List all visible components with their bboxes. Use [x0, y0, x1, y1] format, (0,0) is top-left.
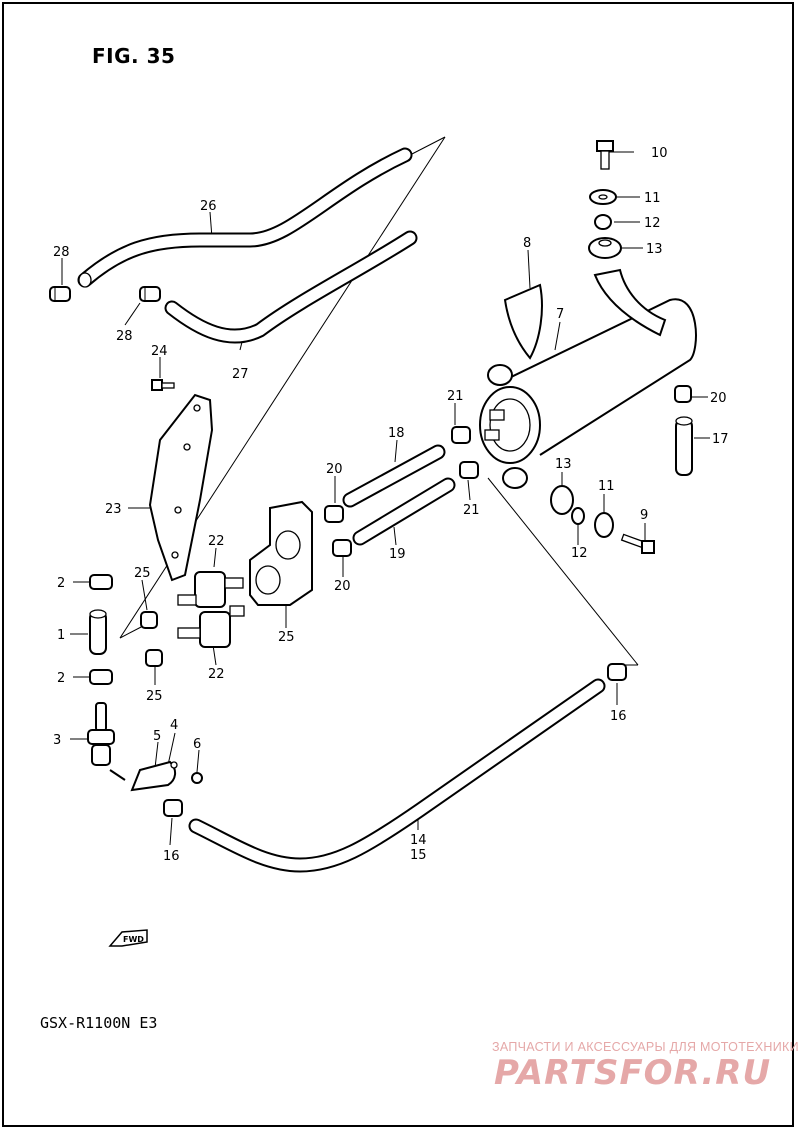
valve-22b [177, 605, 245, 648]
callout-9: 9 [640, 508, 648, 523]
callout-20c: 20 [710, 391, 727, 406]
callout-1: 1 [57, 628, 65, 643]
callout-8: 8 [523, 236, 531, 251]
callout-25b: 25 [146, 689, 163, 704]
canister-7 [479, 298, 697, 489]
callout-15: 15 [410, 848, 427, 863]
hose-17 [675, 416, 693, 476]
callout-4: 4 [170, 718, 178, 733]
callout-14: 14 [410, 833, 427, 848]
bolt-24 [151, 379, 175, 391]
clamp-21a [451, 426, 471, 444]
callout-22a: 22 [208, 534, 225, 549]
callout-10: 10 [651, 146, 668, 161]
callout-20b: 20 [334, 579, 351, 594]
callout-13a: 13 [646, 242, 663, 257]
grommet-13b [550, 485, 574, 515]
figure-title: FIG. 35 [92, 44, 176, 68]
callout-19: 19 [389, 547, 406, 562]
clip-25a [140, 611, 158, 629]
collar-12b [571, 507, 585, 525]
bracket-23 [148, 393, 214, 582]
collar-12a [594, 214, 612, 230]
valve-22a [177, 571, 244, 608]
svg-text:PARTSFOR.RU: PARTSFOR.RU [494, 1053, 771, 1092]
callout-25c: 25 [278, 630, 295, 645]
screw-6 [191, 772, 203, 784]
washer-11a [589, 189, 617, 205]
callout-25a: 25 [134, 566, 151, 581]
callout-28b: 28 [116, 329, 133, 344]
bolt-9 [620, 533, 655, 554]
hose-18 [342, 444, 446, 508]
callout-24: 24 [151, 344, 168, 359]
callout-5: 5 [153, 729, 161, 744]
callout-28a: 28 [53, 245, 70, 260]
clamp-16a [163, 799, 183, 817]
callout-16a: 16 [163, 849, 180, 864]
hose-19 [352, 477, 456, 546]
clamp-28a [49, 286, 71, 302]
callout-12b: 12 [571, 546, 588, 561]
clamp-20b [332, 539, 352, 557]
clamp-20a [324, 505, 344, 523]
valve-3 [87, 702, 126, 781]
clamp-2a [89, 574, 113, 590]
hose-1 [89, 609, 107, 655]
callout-21b: 21 [463, 503, 480, 518]
callout-6: 6 [193, 737, 201, 752]
callout-2b: 2 [57, 671, 65, 686]
callout-3: 3 [53, 733, 61, 748]
fwd-label: FWD [123, 935, 144, 944]
callout-21a: 21 [447, 389, 464, 404]
callout-27: 27 [232, 367, 249, 382]
hose-26 [77, 147, 413, 288]
clamp-20c [674, 385, 692, 403]
callout-11a: 11 [644, 191, 661, 206]
watermark-tagline: ЗАПЧАСТИ И АКСЕССУАРЫ ДЛЯ МОТОТЕХНИКИ [492, 1040, 799, 1054]
callout-7: 7 [556, 307, 564, 322]
callout-20a: 20 [326, 462, 343, 477]
callout-22b: 22 [208, 667, 225, 682]
fwd-arrow: FWD [108, 929, 148, 947]
hose-14-15 [188, 678, 606, 873]
callout-26: 26 [200, 199, 217, 214]
callout-12a: 12 [644, 216, 661, 231]
callout-18: 18 [388, 426, 405, 441]
strap-8 [503, 268, 667, 360]
holder-25 [249, 500, 313, 606]
callout-16b: 16 [610, 709, 627, 724]
bracket-4 [130, 760, 178, 792]
clamp-2b [89, 669, 113, 685]
callout-2a: 2 [57, 576, 65, 591]
callout-11b: 11 [598, 479, 615, 494]
model-code: GSX-R1100N E3 [40, 1014, 158, 1032]
watermark-logo: PARTSFOR.RU [494, 1053, 771, 1092]
callout-labels: 10 11 12 13 8 7 20 17 13 11 12 9 21 21 1… [53, 146, 729, 864]
washer-11b [594, 512, 614, 538]
grommet-13a [588, 237, 622, 259]
callout-23: 23 [105, 502, 122, 517]
hose-27 [164, 230, 418, 344]
clamp-28b [139, 286, 161, 302]
callout-17: 17 [712, 432, 729, 447]
bolt-10 [596, 140, 614, 170]
callout-13b: 13 [555, 457, 572, 472]
clip-25b [145, 649, 163, 667]
clamp-21b [459, 461, 479, 479]
clamp-16b [607, 663, 627, 681]
